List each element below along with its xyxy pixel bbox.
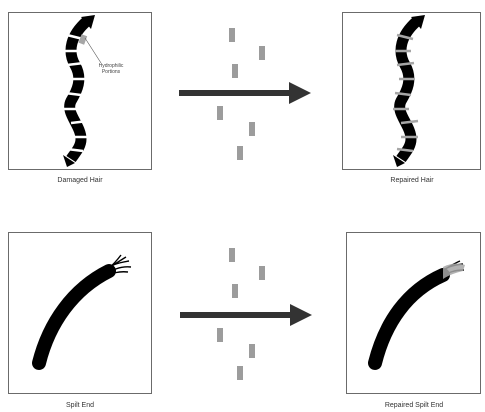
repair-molecules-top xyxy=(217,28,265,160)
arrow-head xyxy=(290,304,312,326)
repair-fill xyxy=(393,33,419,153)
annotation-label: Hydrophilic Portions xyxy=(91,63,131,75)
hydrophilic-mark xyxy=(78,34,88,45)
repaired-hair-caption: Repaired Hair xyxy=(390,177,434,184)
damaged-hair-caption: Damaged Hair xyxy=(57,177,103,184)
hair-top-tip xyxy=(81,15,95,29)
repair-molecules-bottom xyxy=(217,248,265,380)
molecule xyxy=(232,284,238,298)
annotation-line-1: Hydrophilic xyxy=(98,63,124,69)
repaired-hair-illustration xyxy=(393,15,425,167)
split-end-strand xyxy=(32,264,116,370)
molecule xyxy=(232,64,238,78)
molecule xyxy=(229,28,235,42)
repaired-hair-strand xyxy=(394,16,421,163)
repair-coating xyxy=(443,263,465,279)
split-end-panel xyxy=(8,232,152,394)
repaired-strand xyxy=(368,268,450,370)
repaired-split-end-panel xyxy=(346,232,481,394)
process-arrow-top xyxy=(179,82,311,104)
hair-top-tip xyxy=(411,15,425,29)
molecule xyxy=(217,106,223,120)
arrow-shaft xyxy=(179,90,291,96)
damaged-hair-panel: Hydrophilic Portions xyxy=(8,12,152,170)
repaired-hair-panel xyxy=(342,12,481,170)
arrow-head xyxy=(289,82,311,104)
molecule xyxy=(229,248,235,262)
annotation-leader xyxy=(84,37,102,64)
molecule xyxy=(259,46,265,60)
repaired-split-end-illustration xyxy=(368,260,465,370)
damaged-hair-strand xyxy=(64,16,91,163)
molecule xyxy=(217,328,223,342)
damaged-hair-illustration xyxy=(63,15,102,167)
hair-bottom-tip xyxy=(393,155,405,167)
molecule xyxy=(237,146,243,160)
split-end-caption: Spilt End xyxy=(65,402,95,409)
damaged-gaps xyxy=(63,33,89,153)
hair-bottom-tip xyxy=(63,155,75,167)
annotation-line-2: Portions xyxy=(101,69,121,75)
molecule xyxy=(249,122,255,136)
process-arrow-bottom xyxy=(180,304,312,326)
split-end-frays xyxy=(102,254,132,278)
molecule xyxy=(259,266,265,280)
molecule xyxy=(237,366,243,380)
repaired-split-end-caption: Repaired Spilt End xyxy=(384,402,444,409)
split-end-illustration xyxy=(32,254,132,370)
molecule xyxy=(249,344,255,358)
arrow-shaft xyxy=(180,312,292,318)
